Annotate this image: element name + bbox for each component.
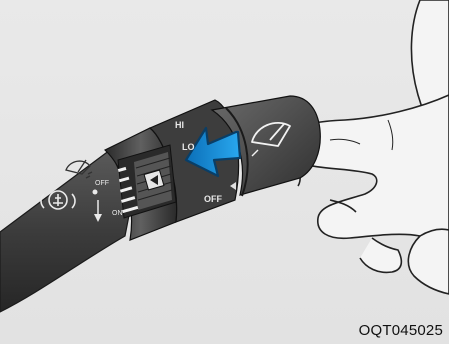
hi-speed-label: HI bbox=[175, 121, 184, 130]
wiper-stalk bbox=[0, 96, 320, 312]
lo-speed-label: LO bbox=[182, 143, 195, 152]
front-off-label: OFF bbox=[204, 195, 222, 204]
rear-off-label: OFF bbox=[95, 180, 109, 187]
rear-on-label: ON bbox=[112, 210, 123, 217]
figure-code: OQT045025 bbox=[359, 322, 443, 339]
